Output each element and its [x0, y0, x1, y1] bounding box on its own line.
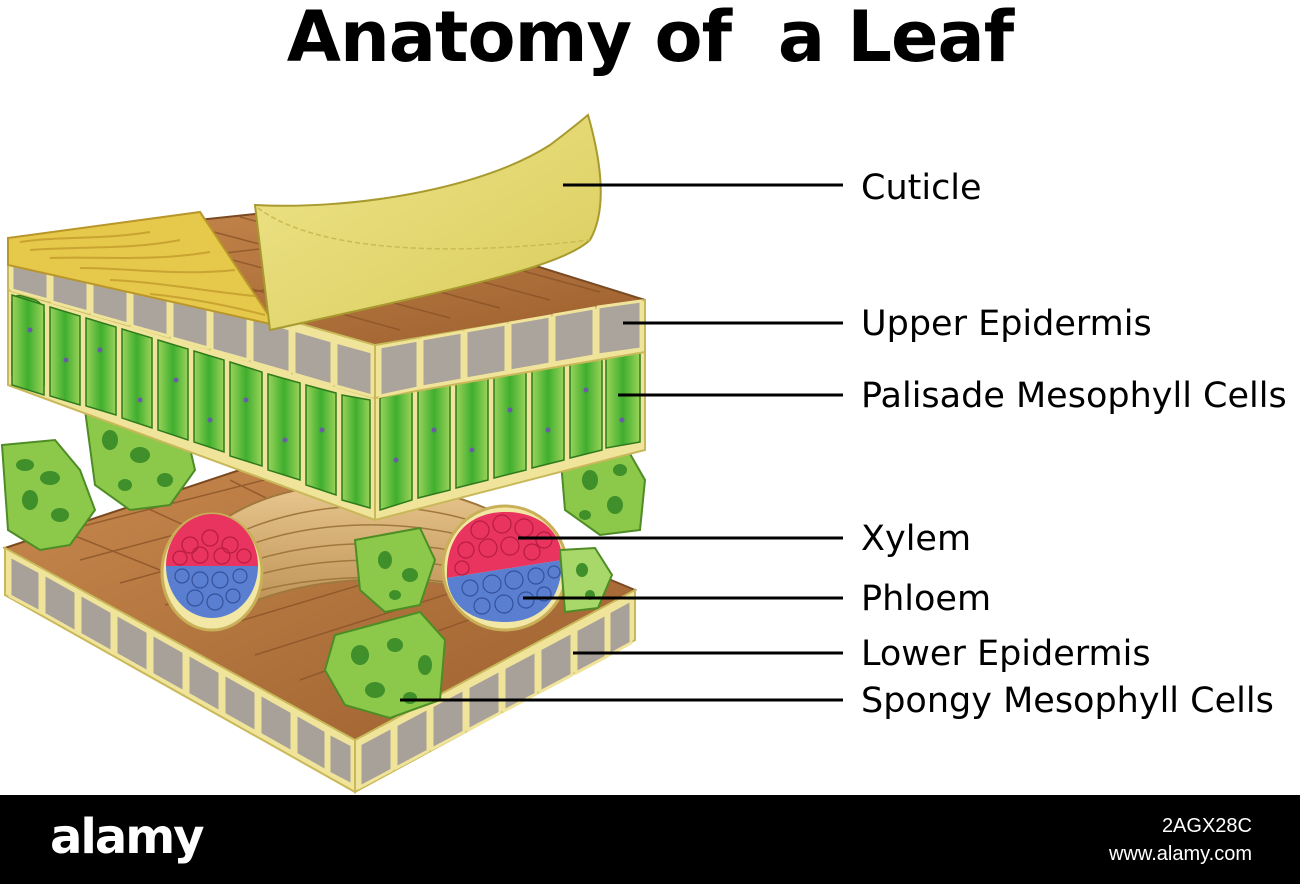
label-xylem: Xylem [861, 519, 972, 559]
leader-lines [400, 183, 843, 702]
vascular-bundle-left [160, 512, 264, 632]
label-phloem: Phloem [861, 579, 992, 619]
page-title: Anatomy of a Leaf [286, 0, 1014, 78]
label-upper-epidermis: Upper Epidermis [861, 304, 1152, 344]
vascular-bundle-right [441, 504, 569, 632]
footer-bar: alamy 2AGX28C www.alamy.com [0, 795, 1300, 884]
label-palisade-mesophyll: Palisade Mesophyll Cells [861, 376, 1287, 416]
footer-url: www.alamy.com [1109, 843, 1252, 865]
palisade-mesophyll-layer [7, 283, 646, 522]
alamy-logo: alamy [50, 809, 205, 865]
cuticle-layer [7, 113, 602, 332]
leaf-cross-section-diagram [0, 113, 843, 794]
label-spongy-mesophyll: Spongy Mesophyll Cells [861, 681, 1274, 721]
image-id: 2AGX28C [1161, 815, 1252, 837]
label-lower-epidermis: Lower Epidermis [861, 634, 1151, 674]
label-cuticle: Cuticle [861, 168, 982, 208]
